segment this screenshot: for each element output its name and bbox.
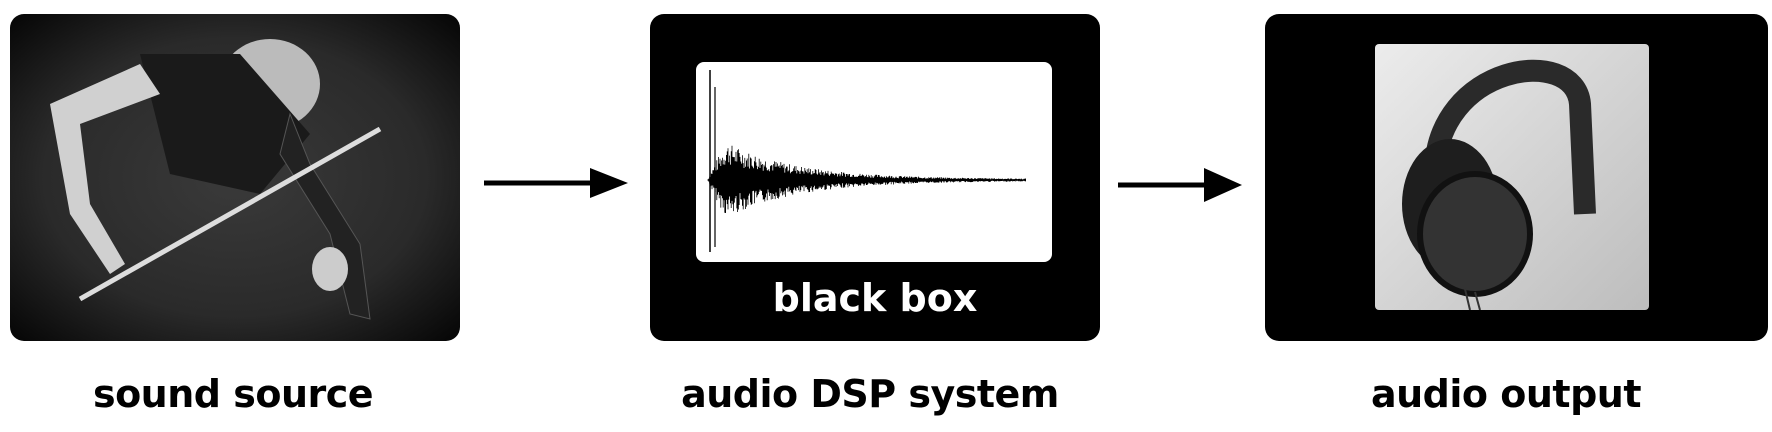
arrow-icon (1118, 168, 1242, 202)
headphones-photo (1375, 44, 1649, 311)
black-box-label: black box (772, 276, 978, 320)
audio-output-panel (1265, 14, 1768, 341)
sound-source-label: sound source (92, 372, 374, 416)
torso (140, 54, 310, 194)
waveform-screen (696, 62, 1052, 262)
dsp-system-label: audio DSP system (681, 372, 1059, 416)
arm (50, 64, 160, 274)
violinist-photo (50, 39, 382, 320)
hand (312, 247, 348, 291)
arrow-icon (484, 168, 628, 198)
dsp-system-panel: black box (650, 14, 1100, 341)
audio-output-label: audio output (1370, 372, 1642, 416)
waveform-trace (707, 145, 1026, 214)
bow (78, 126, 382, 302)
headphones-icon (1402, 59, 1596, 311)
waveform-plot (707, 70, 1026, 252)
sound-source-panel (10, 14, 460, 341)
